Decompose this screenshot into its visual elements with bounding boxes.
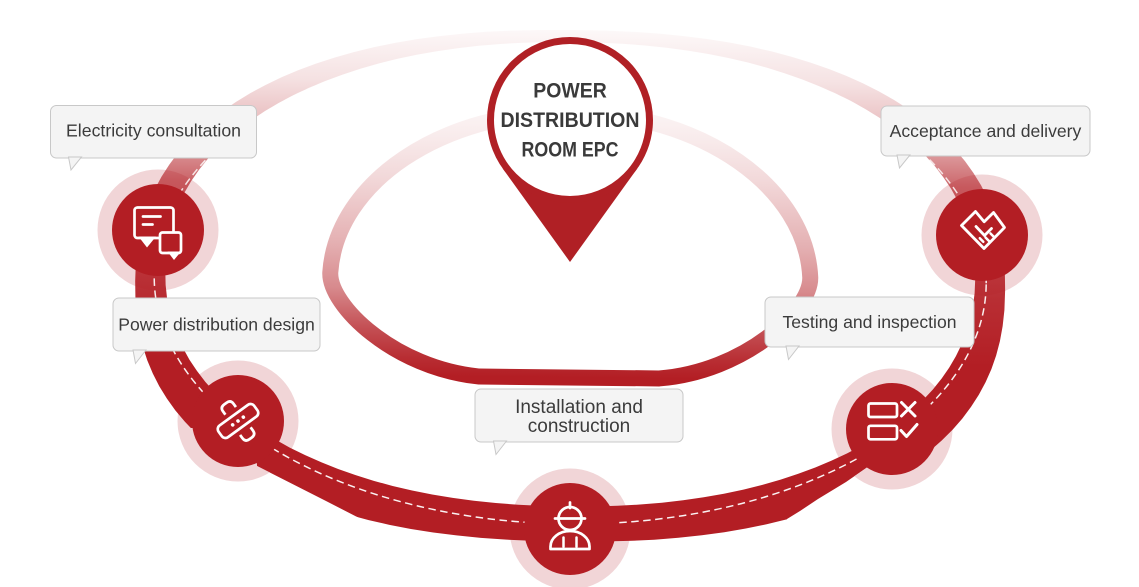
svg-text:DISTRIBUTION: DISTRIBUTION [501, 109, 640, 132]
svg-text:ROOM EPC: ROOM EPC [522, 139, 619, 162]
svg-text:construction: construction [528, 416, 630, 437]
svg-text:POWER: POWER [533, 80, 607, 103]
svg-text:Acceptance and delivery: Acceptance and delivery [890, 121, 1082, 141]
svg-text:Installation and: Installation and [515, 397, 643, 418]
svg-text:Testing and inspection: Testing and inspection [782, 312, 956, 332]
svg-text:Electricity consultation: Electricity consultation [66, 121, 241, 141]
svg-text:Power distribution design: Power distribution design [118, 315, 315, 335]
